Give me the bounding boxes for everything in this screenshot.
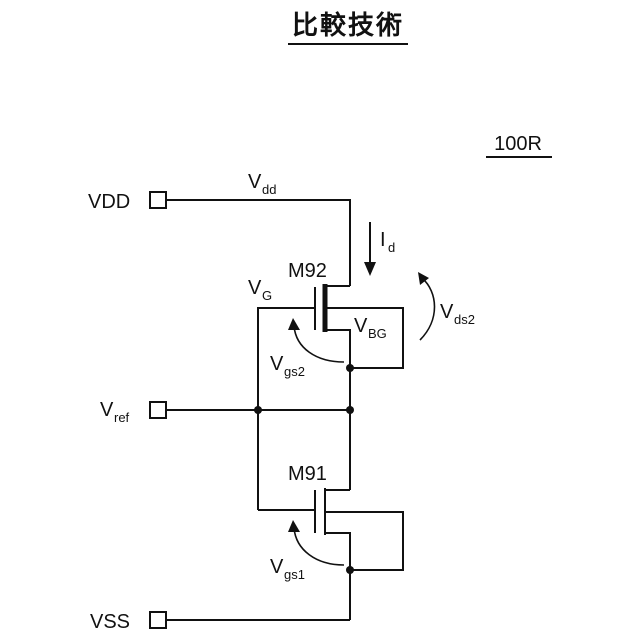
m91-source-lead <box>325 533 350 620</box>
vgs2-label: V gs2 <box>270 353 305 379</box>
svg-text:d: d <box>388 240 395 255</box>
svg-text:V: V <box>270 353 284 375</box>
vds2-arrow <box>420 278 435 340</box>
junction-dot-gate-vref <box>254 406 262 414</box>
vbg-label: V BG <box>354 315 387 341</box>
vdd-wire-label: V dd <box>248 171 276 197</box>
svg-text:V: V <box>354 315 368 337</box>
svg-text:BG: BG <box>368 326 387 341</box>
svg-text:V: V <box>100 399 114 421</box>
vgs1-label: V gs1 <box>270 556 305 582</box>
m91-backgate-loop <box>325 512 403 570</box>
svg-text:G: G <box>262 288 272 303</box>
id-label: I d <box>380 229 395 255</box>
diagram-title: 比較技術 <box>292 10 404 41</box>
junction-dot-m92-source <box>346 364 354 372</box>
vref-terminal-label: V ref <box>100 399 130 425</box>
svg-text:V: V <box>248 171 262 193</box>
vds2-label: V ds2 <box>440 301 475 327</box>
vdd-terminal <box>150 192 166 208</box>
svg-text:ref: ref <box>114 410 130 425</box>
svg-text:ds2: ds2 <box>454 312 475 327</box>
vgs2-arrow-head <box>288 318 300 330</box>
vgs2-arrow <box>294 326 344 362</box>
transistor-m91-label: M91 <box>288 463 327 485</box>
vgs1-arrow-head <box>288 520 300 532</box>
svg-text:I: I <box>380 229 386 251</box>
svg-text:V: V <box>270 556 284 578</box>
svg-text:dd: dd <box>262 182 276 197</box>
vg-label: V G <box>248 277 272 303</box>
vdd-terminal-label: VDD <box>88 191 130 213</box>
svg-text:V: V <box>248 277 262 299</box>
transistor-m92-label: M92 <box>288 260 327 282</box>
vss-terminal-label: VSS <box>90 611 130 633</box>
svg-text:gs1: gs1 <box>284 567 305 582</box>
vss-terminal <box>150 612 166 628</box>
junction-dot-vref-drain <box>346 406 354 414</box>
svg-text:V: V <box>440 301 454 323</box>
svg-text:gs2: gs2 <box>284 364 305 379</box>
vref-terminal <box>150 402 166 418</box>
reference-numeral: 100R <box>494 133 542 155</box>
id-arrow-head <box>364 262 376 276</box>
junction-dot-m91-source <box>346 566 354 574</box>
